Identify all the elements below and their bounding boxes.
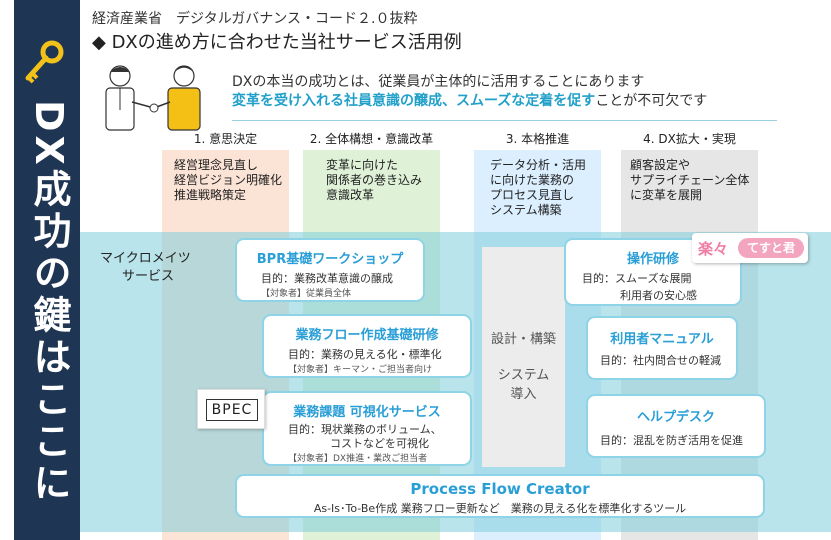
gray-label-1: 設計・構築 [490, 332, 556, 347]
card-purpose: 目的：業務の見える化・標準化 [288, 348, 442, 361]
bpec-logo-text: BPEC [206, 399, 258, 421]
card-purpose: 目的：業務改革意識の醸成 [261, 272, 393, 285]
card-target: 【対象者】従業員全体 [261, 289, 352, 299]
bpec-logo: BPEC [197, 389, 265, 429]
intro-line-1: DXの本当の成功とは、従業員が主体的に活用することにあります [232, 74, 645, 90]
phase-2-label: 2. 全体構想・意識改革 [309, 132, 434, 146]
handshake-illustration [105, 65, 201, 131]
bpr-workshop-card[interactable]: BPR基礎ワークショップ 目的：業務改革意識の醸成 【対象者】従業員全体 [235, 238, 425, 302]
phase-3-line: に向けた業務の [490, 173, 575, 187]
services-label: マイクロメイツ サービス [100, 250, 191, 286]
phase-2-line: 意識改革 [326, 188, 375, 202]
card-purpose: 目的：社内問合せの軽減 [600, 354, 721, 367]
phase-1-line: 経営ビジョン明確化 [174, 173, 283, 187]
card-title: 業務課題 可視化サービス [293, 405, 441, 420]
card-purpose-cont: コストなどを可視化 [330, 437, 429, 450]
intro-rest: ことが不可欠です [595, 93, 708, 109]
card-target: 【対象者】DX推進・業改ご担当者 [288, 454, 428, 464]
card-description: As-Is･To-Be作成 業務フロー更新など 業務の見える化を標準化するツール [313, 502, 687, 515]
card-purpose: 目的：現状業務のボリューム、 [288, 423, 442, 436]
sidebar [14, 0, 80, 540]
card-title: 操作研修 [626, 252, 679, 267]
services-label-line: マイクロメイツ [100, 251, 191, 266]
phase-3-line: データ分析・活用 [490, 158, 587, 172]
system-build-block [482, 247, 565, 467]
phase-4-line: 顧客設定や [630, 158, 691, 172]
phase-1-label: 1. 意思決定 [193, 132, 258, 146]
intro-highlight: 変革を受け入れる社員意識の醸成、スムーズな定着を促す [232, 93, 596, 109]
intro-line-2: 変革を受け入れる社員意識の醸成、スムーズな定着を促すことが不可欠です [232, 90, 707, 110]
phase-2-text: 変革に向けた 関係者の巻き込み 意識改革 [326, 158, 422, 203]
key-icon [25, 40, 64, 84]
flow-training-card[interactable]: 業務フロー作成基礎研修 目的：業務の見える化・標準化 【対象者】キーマン・ご担当… [262, 314, 472, 378]
phase-4-text: 顧客設定や サプライチェーン全体 に変革を展開 [630, 158, 749, 203]
rakuraku-text: 楽々 [698, 240, 729, 258]
divider [232, 120, 777, 121]
vertical-title: DX成功の鍵はここに [27, 100, 71, 505]
card-purpose-cont: 利用者の安心感 [620, 289, 697, 302]
card-target: 【対象者】キーマン・ご担当者向け [288, 365, 433, 375]
phase-4-label: 4. DX拡大・実現 [643, 132, 736, 146]
gray-label-3: 導入 [510, 387, 537, 402]
services-label-line: サービス [122, 269, 175, 284]
gray-label-2: システム [497, 368, 550, 383]
helpdesk-card[interactable]: ヘルプデスク 目的：混乱を防ぎ活用を促進 [586, 394, 766, 458]
phase-1-line: 経営理念見直し [174, 158, 259, 172]
phase-3-text: データ分析・活用 に向けた業務の プロセス見直し システム構築 [490, 158, 586, 218]
phase-3-line: プロセス見直し [490, 188, 575, 202]
test-kun-text: てすと君 [738, 238, 804, 258]
phase-3-label: 3. 本格推進 [505, 132, 570, 146]
issue-visualization-card[interactable]: 業務課題 可視化サービス 目的：現状業務のボリューム、 コストなどを可視化 【対… [262, 391, 472, 466]
card-title: 利用者マニュアル [610, 332, 714, 347]
phase-4-line: サプライチェーン全体 [630, 173, 750, 187]
phase-1-line: 推進戦略策定 [174, 188, 247, 202]
user-manual-card[interactable]: 利用者マニュアル 目的：社内問合せの軽減 [586, 316, 738, 380]
rakuraku-test-logo: 楽々 てすと君 [692, 233, 808, 263]
process-flow-creator-card[interactable]: Process Flow Creator As-Is･To-Be作成 業務フロー… [235, 474, 765, 518]
phase-2-line: 変革に向けた [326, 158, 399, 172]
card-purpose: 目的：スムーズな展開 [582, 272, 692, 285]
card-title: Process Flow Creator [410, 480, 590, 498]
card-purpose: 目的：混乱を防ぎ活用を促進 [600, 434, 743, 447]
card-title: ヘルプデスク [636, 410, 715, 425]
card-title: BPR基礎ワークショップ [256, 252, 404, 267]
card-title: 業務フロー作成基礎研修 [295, 328, 439, 343]
phase-1-text: 経営理念見直し 経営ビジョン明確化 推進戦略策定 [174, 158, 282, 203]
page-title: ◆ DXの進め方に合わせた当社サービス活用例 [92, 32, 462, 53]
phase-2-line: 関係者の巻き込み [326, 173, 423, 187]
header-subtitle: 経済産業省 デジタルガバナンス・コード２.０抜粋 [92, 11, 418, 27]
phase-3-line: システム構築 [490, 203, 562, 217]
phase-4-line: に変革を展開 [630, 188, 703, 202]
